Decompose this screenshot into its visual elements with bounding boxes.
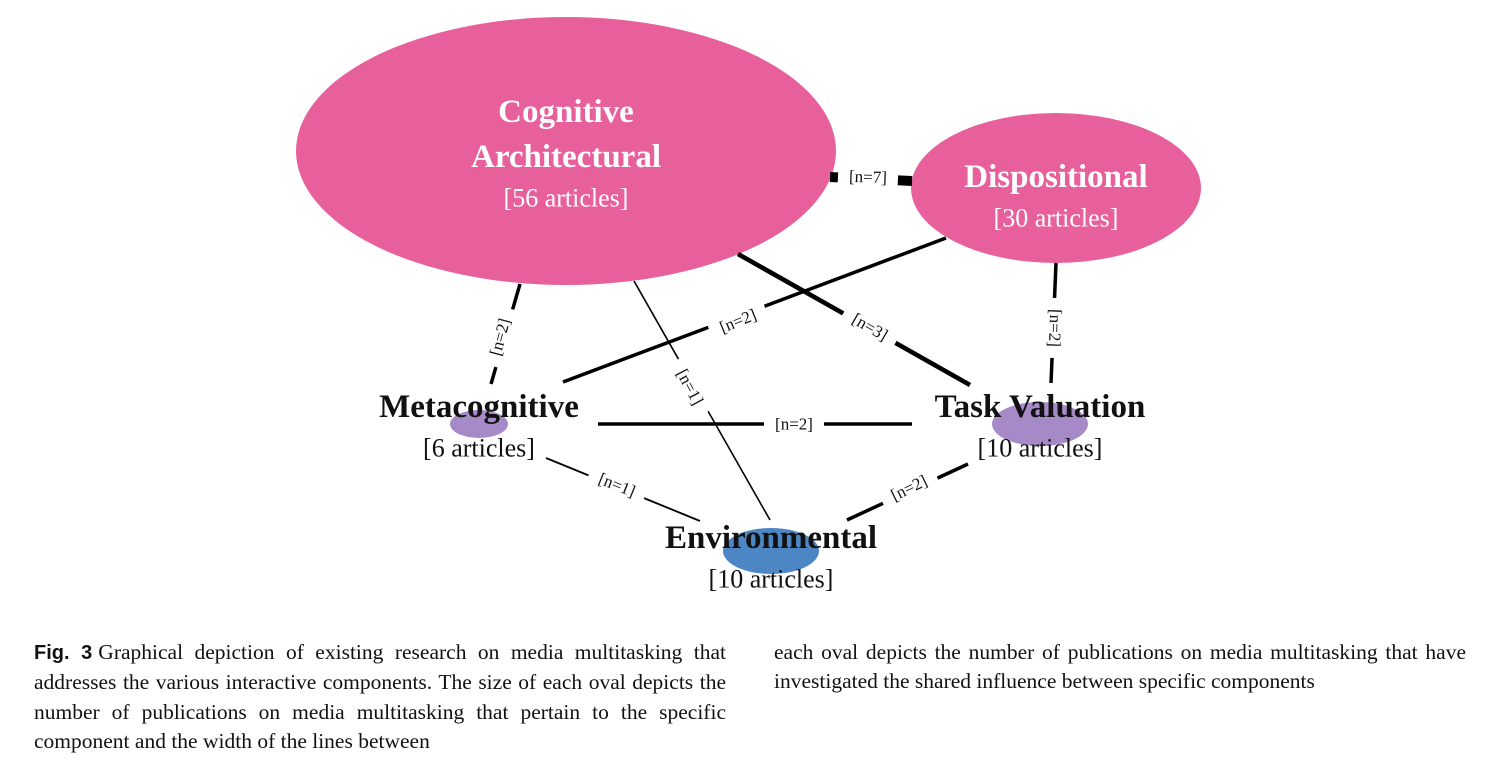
node-oval-environmental (723, 528, 819, 574)
node-article-count: [10 articles] (978, 434, 1103, 463)
edge-weight-label: [n=7] (849, 167, 888, 187)
node-dispositional: Dispositional [30 articles] (964, 159, 1147, 233)
edge-line (763, 236, 947, 308)
edge-line (894, 340, 972, 388)
edge-line (1052, 262, 1058, 299)
node-oval-cognitive (296, 17, 836, 285)
node-oval-dispositional (911, 113, 1201, 263)
edge-weight-label: [n=1] (596, 469, 638, 501)
node-oval-task (992, 402, 1088, 446)
node-title: Dispositional (964, 159, 1147, 195)
caption-text-left: Graphical depiction of existing research… (34, 640, 726, 754)
node-article-count: [6 articles] (423, 434, 535, 463)
research-network-diagram: [n=7] [n=2] [n=1] [n=3] [n=2] [n=2] [n=2] [n=1]… (296, 17, 1201, 594)
figure-label: Fig. 3 (34, 642, 93, 664)
edge-line (633, 280, 680, 360)
edge-line (643, 497, 701, 522)
edge-task-environmental: [n=2] (846, 462, 969, 522)
node-environmental: Environmental [10 articles] (665, 520, 877, 594)
edge-line (489, 366, 498, 385)
node-title: Cognitive (498, 94, 634, 130)
edge-metacognitive-task: [n=2] (598, 415, 912, 434)
node-article-count: [10 articles] (709, 565, 834, 594)
edge-weight-label: [n=2] (717, 305, 759, 337)
node-title: Task Valuation (935, 389, 1146, 425)
edge-dispositional-task: [n=2] (1045, 262, 1065, 384)
edge-weight-label: [n=2] (775, 415, 813, 434)
node-article-count: [30 articles] (994, 204, 1119, 233)
node-title: Environmental (665, 520, 877, 556)
edge-line (736, 251, 845, 316)
edge-weight-label: [n=2] (888, 471, 930, 505)
edge-weight-label: [n=2] (486, 316, 514, 358)
node-metacognitive: Metacognitive [6 articles] (379, 389, 579, 463)
edge-weight-label: [n=3] (849, 309, 891, 344)
figure-caption-right: each oval depicts the number of publicat… (774, 638, 1466, 697)
edge-line (545, 457, 589, 477)
node-title: Metacognitive (379, 389, 579, 425)
edge-weight-label: [n=1] (673, 366, 708, 408)
edge-line (1049, 357, 1054, 384)
edge-line (707, 410, 771, 521)
node-task: Task Valuation [10 articles] (935, 389, 1146, 463)
edge-cognitive-metacognitive: [n=2] (486, 283, 522, 385)
edge-metacognitive-environmental: [n=1] (545, 457, 701, 522)
node-oval-metacognitive (450, 410, 508, 438)
node-title: Architectural (471, 139, 661, 175)
edge-line (846, 501, 884, 522)
edge-line (936, 462, 969, 480)
edge-cognitive-dispositional: [n=7] (829, 167, 913, 187)
edge-line (897, 175, 913, 186)
caption-text-right: each oval depicts the number of publicat… (774, 640, 1466, 694)
edge-weight-label: [n=2] (1045, 309, 1065, 348)
node-article-count: [56 articles] (504, 184, 629, 213)
edge-line (510, 283, 522, 310)
edge-line (562, 325, 709, 384)
